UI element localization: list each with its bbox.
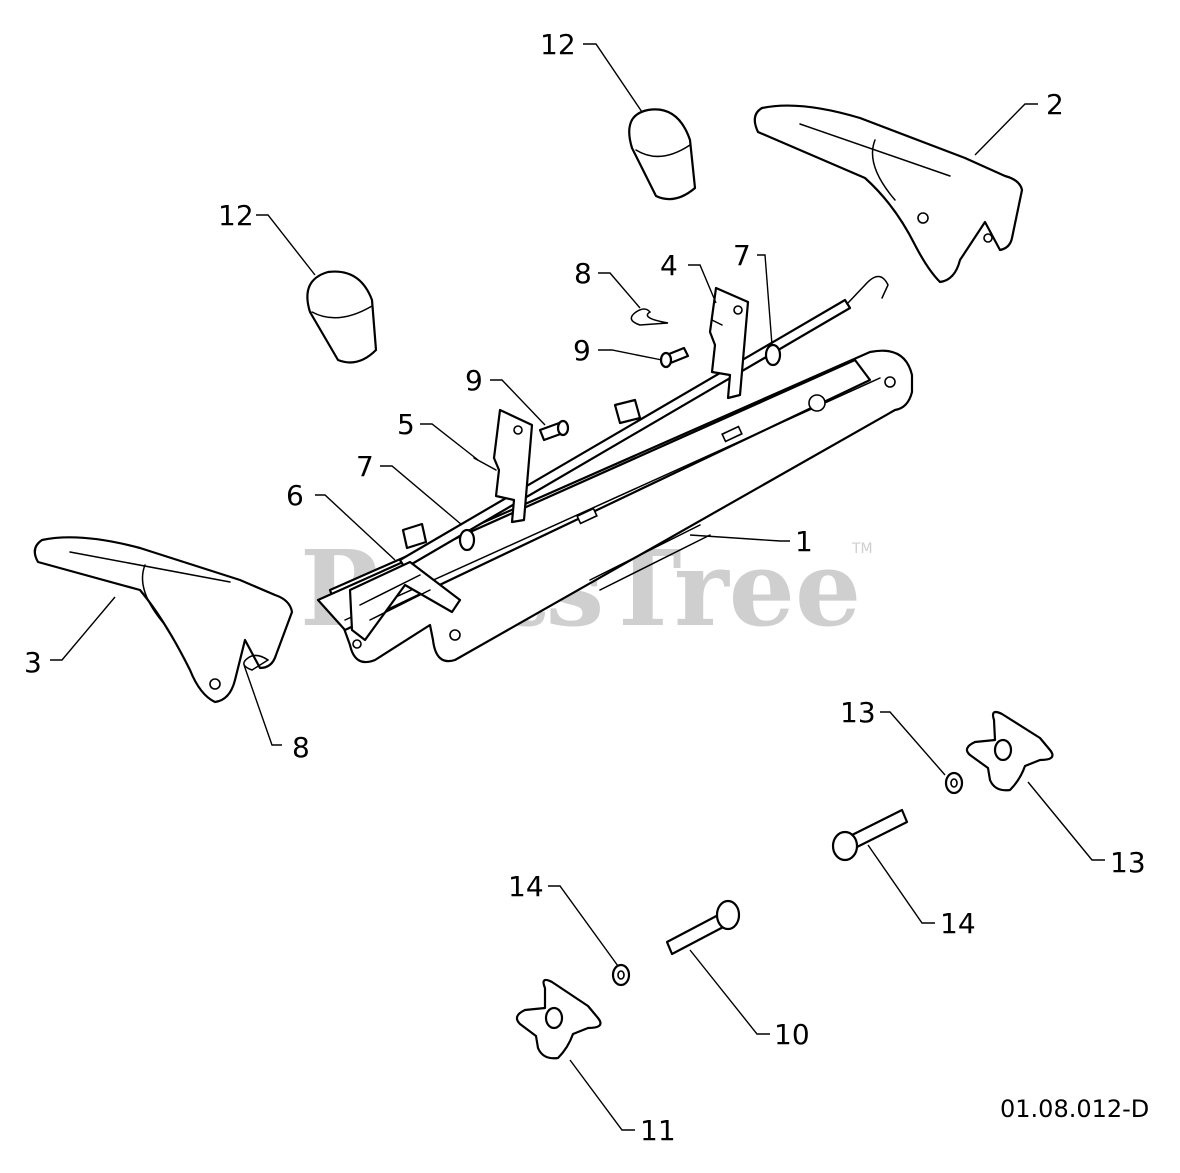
part-5-bracket[interactable] <box>473 408 534 524</box>
callout-9-upper[interactable]: 9 <box>573 334 591 367</box>
leader-lines <box>50 43 1105 1131</box>
part-9-clevis-pin-upper[interactable] <box>659 346 690 369</box>
callout-13-left[interactable]: 14 <box>508 870 544 903</box>
callout-14-left[interactable]: 10 <box>774 1018 810 1051</box>
callout-9-lower[interactable]: 9 <box>465 364 483 397</box>
part-11-knob[interactable] <box>306 270 378 364</box>
part-12-star-knob-left[interactable] <box>515 978 602 1060</box>
part-4-bracket[interactable] <box>708 286 750 400</box>
callout-5[interactable]: 5 <box>397 408 415 441</box>
part-9-clevis-pin-lower[interactable] <box>538 419 570 442</box>
part-14-bolt-left[interactable] <box>665 899 741 956</box>
part-10-knob[interactable] <box>628 108 697 201</box>
callout-7-left[interactable]: 7 <box>356 450 374 483</box>
callout-12-right[interactable]: 13 <box>1110 846 1146 879</box>
part-13-washer-left[interactable] <box>611 963 631 987</box>
watermark-trademark: TM <box>851 541 873 557</box>
part-13-washer-right[interactable] <box>944 771 964 795</box>
part-3-lever-handle-left[interactable] <box>33 536 294 704</box>
callout-13-right[interactable]: 13 <box>840 696 876 729</box>
diagram-code: 01.08.012-D <box>1000 1095 1149 1123</box>
callout-6[interactable]: 6 <box>286 479 304 512</box>
callout-4[interactable]: 4 <box>660 249 678 282</box>
callout-11[interactable]: 12 <box>218 199 254 232</box>
callout-8-upper[interactable]: 8 <box>574 257 592 290</box>
part-8-hairpin-clip[interactable] <box>630 308 669 326</box>
part-2-lever-handle-right[interactable] <box>753 104 1024 284</box>
callout-7-right[interactable]: 7 <box>733 239 751 272</box>
part-12-star-knob-right[interactable] <box>965 710 1054 792</box>
callout-14-right[interactable]: 14 <box>940 907 976 940</box>
callout-10[interactable]: 12 <box>540 28 576 61</box>
callout-1[interactable]: 1 <box>795 525 813 558</box>
callout-2[interactable]: 2 <box>1046 88 1064 121</box>
part-14-bolt-right[interactable] <box>831 808 909 862</box>
callout-8-lower[interactable]: 8 <box>292 731 310 764</box>
callout-3[interactable]: 3 <box>24 646 42 679</box>
callout-12-left[interactable]: 11 <box>640 1114 676 1147</box>
